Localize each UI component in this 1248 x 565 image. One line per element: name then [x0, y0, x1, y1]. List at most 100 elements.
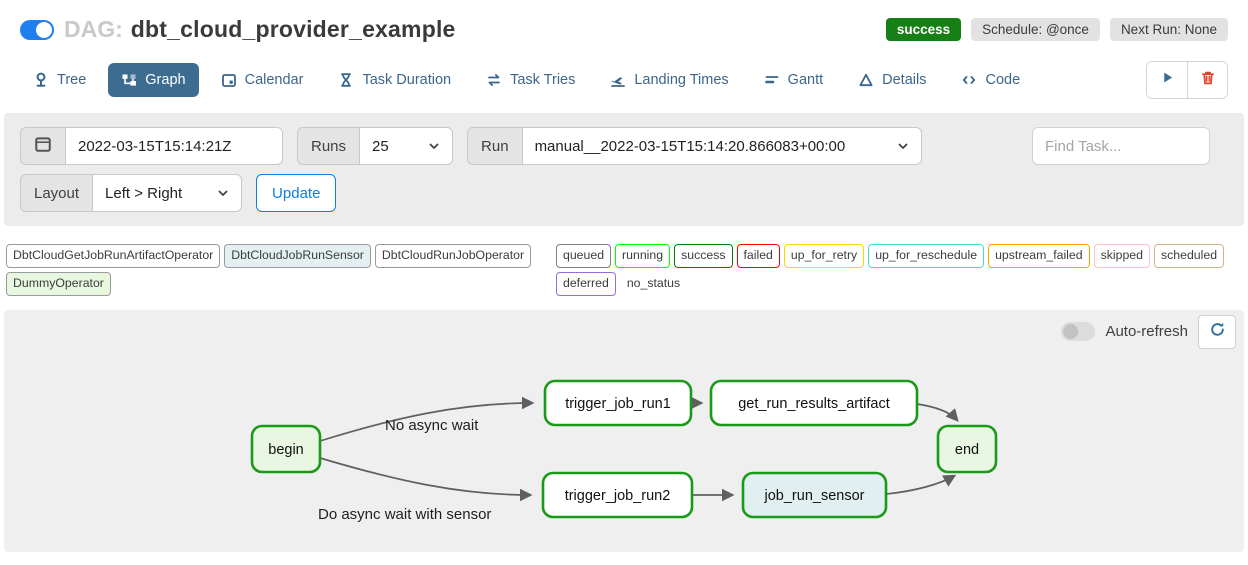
- filter-row-2: Layout Left > Right Update: [20, 174, 1228, 212]
- svg-text:trigger_job_run2: trigger_job_run2: [565, 488, 671, 504]
- tab-label: Landing Times: [634, 72, 729, 88]
- svg-text:end: end: [955, 442, 979, 458]
- status-legend-badge[interactable]: success: [674, 244, 733, 268]
- tab-label: Task Duration: [362, 72, 452, 88]
- tree-icon: [33, 72, 49, 88]
- update-button[interactable]: Update: [256, 174, 337, 212]
- layout-select[interactable]: Left > Right: [92, 174, 243, 212]
- dag-edge-get_run_results_artifact-to-end: [916, 402, 959, 422]
- dag-node-job_run_sensor[interactable]: job_run_sensor: [741, 471, 888, 518]
- status-legend-badge[interactable]: scheduled: [1153, 244, 1225, 268]
- tab-calendar[interactable]: Calendar: [208, 63, 317, 97]
- chevron-down-icon: [217, 187, 229, 199]
- svg-text:get_run_results_artifact: get_run_results_artifact: [738, 396, 890, 412]
- tab-label: Task Tries: [510, 72, 576, 88]
- header-badges: success Schedule: @once Next Run: None: [885, 18, 1228, 41]
- dag-prefix-label: DAG:: [64, 16, 123, 42]
- tab-graph[interactable]: Graph: [108, 63, 199, 97]
- svg-text:job_run_sensor: job_run_sensor: [764, 488, 865, 504]
- auto-refresh-label: Auto-refresh: [1105, 323, 1188, 341]
- dag-node-end[interactable]: end: [936, 424, 998, 473]
- dag-action-group: [1146, 61, 1228, 99]
- tab-code[interactable]: Code: [948, 63, 1033, 97]
- tab-label: Graph: [145, 72, 186, 88]
- base-date-addon: [20, 127, 65, 165]
- toggle-knob: [1063, 324, 1079, 340]
- base-date-group: [20, 127, 283, 165]
- base-date-input[interactable]: [65, 127, 283, 165]
- edge-label: No async wait: [385, 417, 479, 434]
- chevron-down-icon: [428, 140, 440, 152]
- tab-landing-times[interactable]: Landing Times: [597, 63, 741, 97]
- calendar-picker-icon: [34, 135, 52, 157]
- graph-filterbar: Runs 25 Run manual__2022-03-15T15:14:20.…: [4, 113, 1244, 226]
- play-icon: [1160, 70, 1175, 90]
- dag-edge-job_run_sensor-to-end: [885, 474, 957, 495]
- delete-dag-button[interactable]: [1187, 62, 1227, 98]
- svg-text:begin: begin: [268, 442, 303, 458]
- dag-edges: [319, 396, 959, 502]
- schedule-badge[interactable]: Schedule: @once: [971, 18, 1100, 41]
- runs-select-value: 25: [372, 137, 389, 155]
- next-run-badge: Next Run: None: [1109, 18, 1228, 41]
- runs-group: Runs 25: [297, 127, 454, 165]
- trash-icon: [1200, 70, 1216, 91]
- status-legend-badge[interactable]: up_for_retry: [783, 244, 865, 268]
- status-legend-badge[interactable]: failed: [736, 244, 780, 268]
- triangle-icon: [858, 72, 874, 88]
- tab-details[interactable]: Details: [845, 63, 939, 97]
- operator-legend-badge[interactable]: DummyOperator: [6, 271, 111, 296]
- tab-gantt[interactable]: Gantt: [751, 63, 836, 97]
- code-icon: [961, 72, 977, 88]
- tab-tree[interactable]: Tree: [20, 63, 99, 97]
- dag-node-begin[interactable]: begin: [250, 424, 322, 473]
- operator-legend-badge[interactable]: DbtCloudJobRunSensor: [224, 244, 371, 268]
- dag-edge-begin-to-trigger_job_run2: [319, 456, 533, 502]
- layout-select-value: Left > Right: [105, 184, 183, 202]
- hourglass-icon: [338, 72, 354, 88]
- dag-node-get_run_results_artifact[interactable]: get_run_results_artifact: [709, 379, 919, 426]
- run-select[interactable]: manual__2022-03-15T15:14:20.866083+00:00: [521, 127, 922, 165]
- trigger-dag-button[interactable]: [1147, 62, 1187, 98]
- status-legend-badge[interactable]: deferred: [556, 271, 616, 296]
- dag-node-trigger_job_run1[interactable]: trigger_job_run1: [543, 379, 693, 426]
- status-legend-badge[interactable]: up_for_reschedule: [868, 244, 985, 268]
- dag-pause-toggle[interactable]: [20, 19, 54, 40]
- dag-edge-begin-to-trigger_job_run1: [319, 396, 535, 442]
- tab-task-duration[interactable]: Task Duration: [325, 63, 464, 97]
- operator-legend-badge[interactable]: DbtCloudRunJobOperator: [374, 244, 532, 268]
- dag-title: dbt_cloud_provider_example: [130, 16, 456, 42]
- tab-task-tries[interactable]: Task Tries: [473, 63, 588, 97]
- refresh-button[interactable]: [1198, 314, 1236, 349]
- toggle-knob: [36, 21, 52, 38]
- runs-select[interactable]: 25: [359, 127, 454, 165]
- auto-refresh-toggle[interactable]: [1061, 322, 1096, 342]
- filter-row-1: Runs 25 Run manual__2022-03-15T15:14:20.…: [20, 127, 1228, 165]
- operator-legend-badge[interactable]: DbtCloudGetJobRunArtifactOperator: [6, 244, 221, 268]
- status-legend-badge[interactable]: queued: [556, 244, 612, 268]
- layout-group: Layout Left > Right: [20, 174, 243, 212]
- chevron-down-icon: [897, 140, 909, 152]
- dag-header: DAG: dbt_cloud_provider_example success …: [0, 0, 1248, 49]
- tab-label: Details: [882, 72, 927, 88]
- status-legend-badge[interactable]: running: [615, 244, 671, 268]
- calendar-icon: [221, 72, 237, 88]
- status-legend-badge[interactable]: upstream_failed: [988, 244, 1090, 268]
- refresh-icon: [1209, 321, 1226, 343]
- tab-label: Gantt: [787, 72, 824, 88]
- run-group: Run manual__2022-03-15T15:14:20.866083+0…: [467, 127, 922, 165]
- dag-nodes: begin trigger_job_run1 get_run_results_art…: [250, 379, 998, 518]
- run-addon: Run: [467, 127, 522, 165]
- find-task-input[interactable]: [1032, 127, 1210, 165]
- layout-addon: Layout: [20, 174, 93, 212]
- status-legend-badge[interactable]: skipped: [1093, 244, 1150, 268]
- run-select-value: manual__2022-03-15T15:14:20.866083+00:00: [534, 137, 846, 155]
- status-legend-badge[interactable]: no_status: [619, 271, 688, 296]
- dag-node-trigger_job_run2[interactable]: trigger_job_run2: [541, 471, 694, 518]
- tab-label: Code: [985, 72, 1021, 88]
